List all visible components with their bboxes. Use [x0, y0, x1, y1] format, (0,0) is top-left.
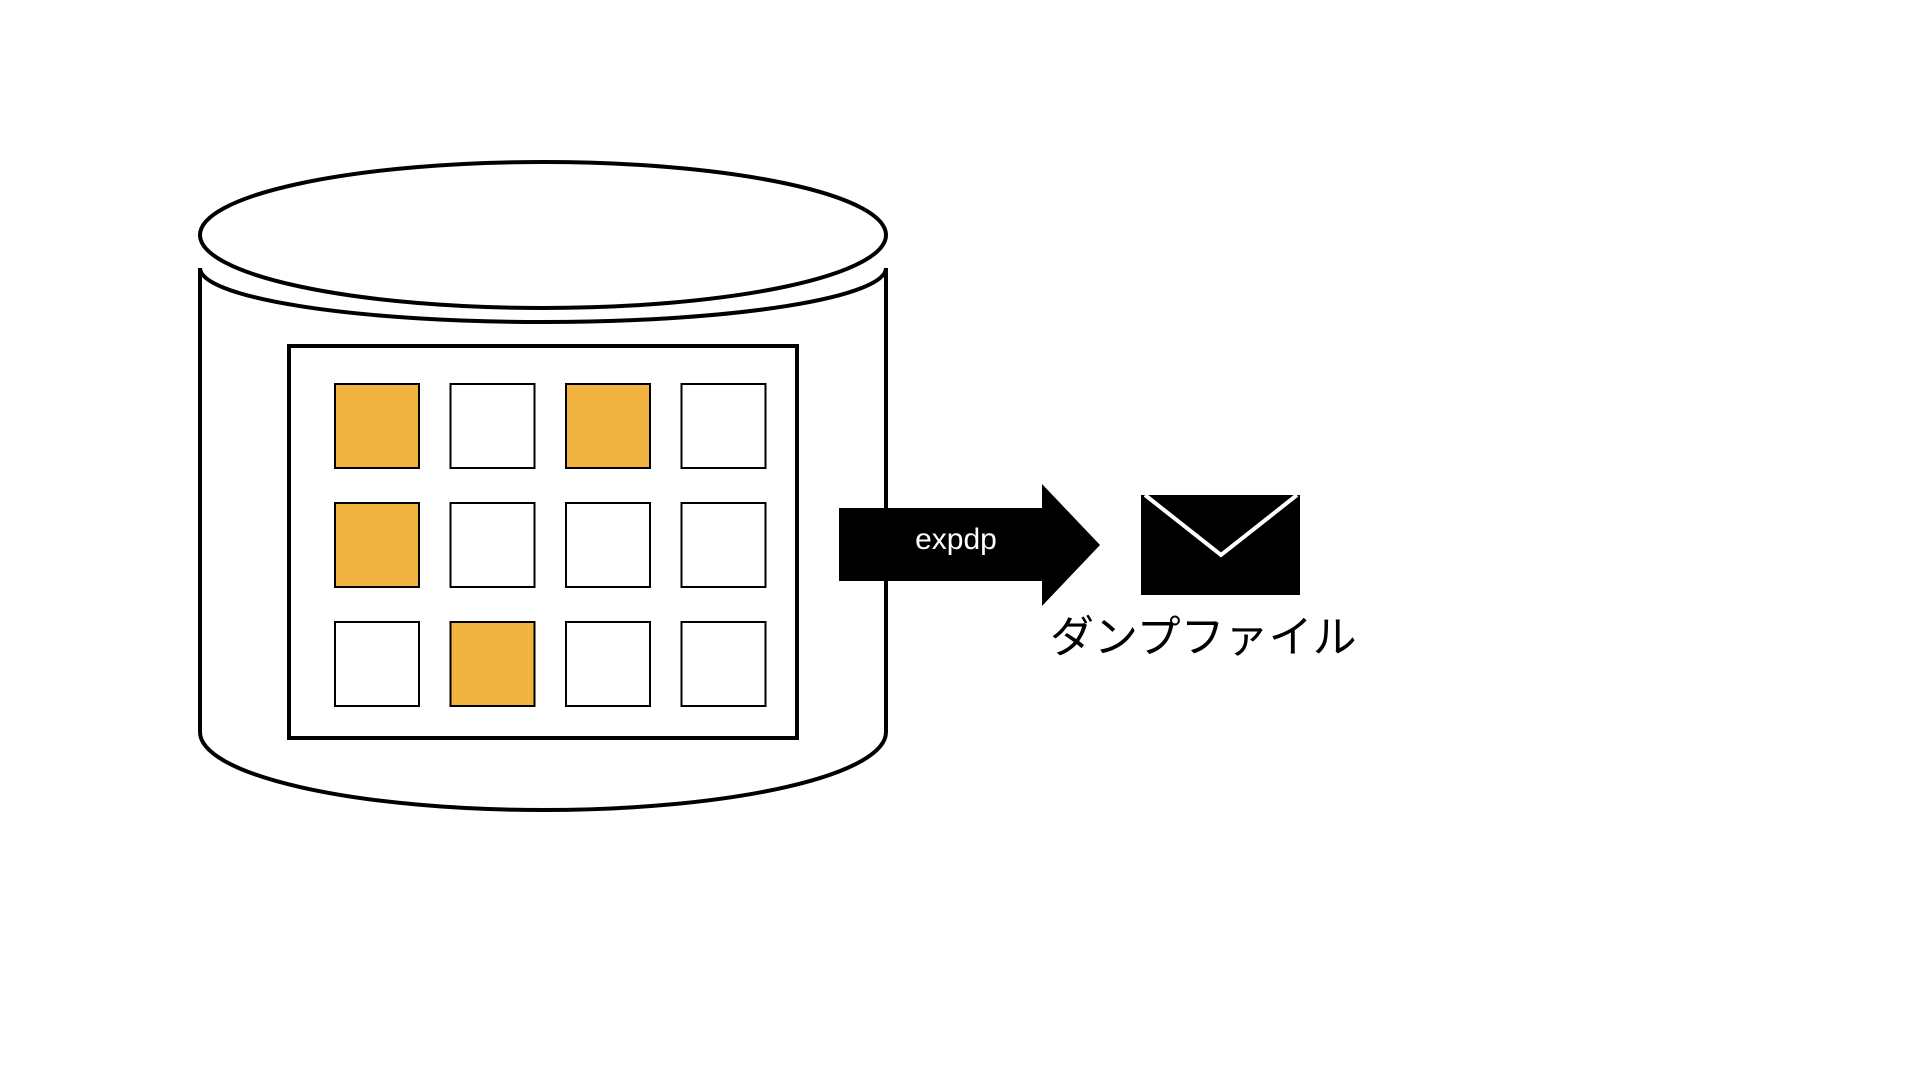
table-cell — [334, 621, 420, 707]
export-arrow: expdp — [839, 484, 1100, 606]
table-cell — [449, 502, 536, 588]
table-cell-highlighted — [449, 621, 536, 707]
table-cell — [680, 383, 767, 469]
table-cells — [334, 383, 767, 707]
table-cell — [449, 383, 536, 469]
envelope-icon — [1141, 493, 1300, 595]
dump-file-label: ダンプファイル — [1050, 612, 1357, 663]
table-cell — [565, 502, 651, 588]
arrow-shape — [839, 484, 1100, 606]
table-cell-highlighted — [334, 383, 420, 469]
cylinder-top — [198, 160, 888, 310]
table-cell — [680, 621, 767, 707]
table-cell-highlighted — [334, 502, 420, 588]
table-cell — [680, 502, 767, 588]
table-cell-highlighted — [565, 383, 651, 469]
arrow-label: expdp — [915, 523, 997, 556]
table-cell — [565, 621, 651, 707]
